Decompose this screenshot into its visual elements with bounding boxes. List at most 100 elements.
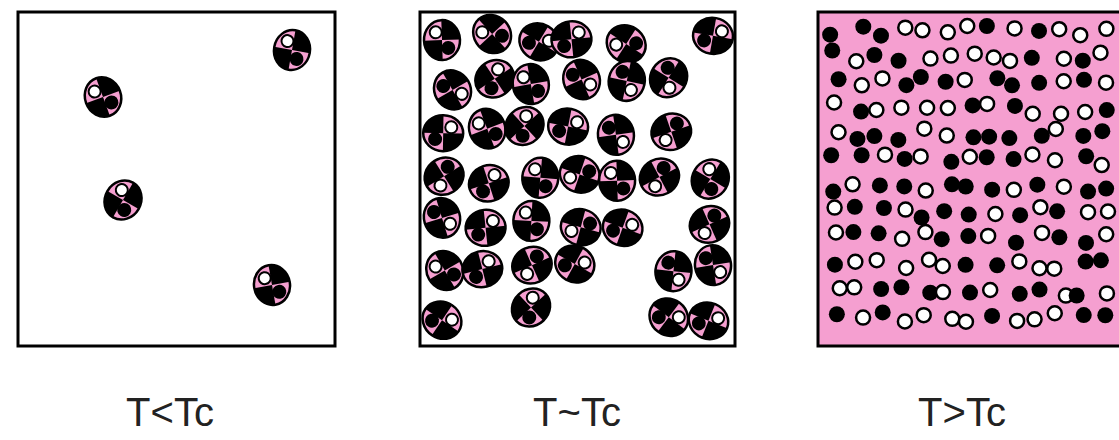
- pair-wedge: [565, 127, 588, 148]
- electron-dark: [1031, 75, 1047, 91]
- electron-light: [856, 311, 870, 325]
- pair-envelope: [271, 27, 313, 73]
- electron-light: [945, 312, 959, 326]
- electron-dark: [425, 203, 442, 220]
- electron-light: [658, 132, 673, 147]
- electron-light: [471, 116, 487, 132]
- electron-light: [828, 201, 842, 215]
- electron-light: [941, 101, 955, 115]
- electron-light: [430, 26, 442, 38]
- electron-dark: [938, 74, 954, 90]
- electron-dark: [1032, 282, 1048, 298]
- electron-light: [847, 280, 861, 294]
- pair-envelope: [510, 61, 552, 107]
- electron-dark: [1075, 53, 1091, 69]
- electron-light: [936, 285, 950, 299]
- electron-light: [849, 54, 863, 68]
- pair-wedge: [605, 77, 627, 100]
- electron-light: [1054, 107, 1068, 121]
- electron-dark: [896, 178, 912, 194]
- panel: [415, 7, 736, 346]
- cooper-pair: [598, 160, 635, 201]
- pair-envelope: [512, 200, 550, 242]
- electron-dark: [1076, 307, 1092, 323]
- electron-light: [963, 150, 977, 164]
- pair-wedge: [693, 15, 716, 36]
- electron-light: [983, 283, 997, 297]
- electron-light: [870, 253, 884, 267]
- electron-light: [114, 182, 130, 198]
- cooper-pair: [271, 27, 313, 73]
- panel: [18, 12, 335, 346]
- electron-light: [1099, 76, 1113, 90]
- pair-wedge: [616, 228, 641, 252]
- electron-dark: [943, 154, 959, 170]
- pair-envelope: [557, 54, 606, 105]
- pair-wedge: [443, 133, 463, 151]
- electron-dark: [551, 123, 567, 139]
- electron-light: [517, 70, 531, 84]
- pair-wedge: [653, 269, 673, 291]
- pair-envelope: [464, 160, 513, 207]
- electron-dark: [1012, 286, 1028, 302]
- pair-wedge: [710, 243, 731, 266]
- electron-light: [1048, 153, 1062, 167]
- electron-dark: [471, 227, 486, 242]
- electron-dark: [914, 210, 930, 226]
- pair-wedge: [627, 61, 649, 84]
- electron-dark: [444, 265, 463, 284]
- electron-dark: [1094, 123, 1110, 139]
- cooper-pair: [504, 281, 558, 335]
- cooper-pair: [512, 200, 550, 242]
- electron-light: [898, 314, 912, 328]
- panel-frame: [420, 12, 735, 346]
- electron-dark: [984, 308, 1000, 324]
- electron-dark: [979, 149, 995, 165]
- electron-light: [832, 125, 846, 139]
- pair-envelope: [419, 194, 465, 243]
- cooper-pair: [683, 297, 734, 345]
- electron-dark: [890, 132, 906, 148]
- electron-light: [1033, 200, 1047, 214]
- electron-dark: [960, 228, 976, 244]
- electron-light: [701, 161, 717, 177]
- pair-envelope: [692, 243, 734, 288]
- electron-dark: [827, 257, 843, 273]
- electron-light: [564, 224, 579, 239]
- electron-light: [1101, 204, 1115, 218]
- electron-light: [518, 108, 535, 125]
- electron-dark: [876, 200, 892, 216]
- electron-light: [917, 122, 931, 136]
- electron-dark: [965, 97, 981, 113]
- electron-light: [941, 25, 955, 39]
- pair-envelope: [423, 20, 460, 61]
- pair-envelope: [251, 262, 293, 308]
- electron-light: [1028, 312, 1042, 326]
- electron-light: [519, 206, 532, 219]
- cooper-pair: [459, 247, 507, 292]
- electron-light: [486, 214, 499, 227]
- electron-light: [432, 177, 449, 194]
- cooper-pair: [690, 15, 736, 57]
- cooper-pair: [510, 61, 552, 107]
- pair-wedge: [673, 251, 693, 273]
- electron-dark: [965, 129, 981, 145]
- electron-light: [960, 19, 974, 33]
- pair-envelope: [642, 291, 696, 344]
- electron-dark: [873, 281, 889, 297]
- cooper-pair: [633, 152, 685, 203]
- electron-light: [1099, 227, 1113, 241]
- electron-dark: [1006, 151, 1022, 167]
- electron-dark: [1099, 102, 1115, 118]
- electron-dark: [422, 311, 441, 330]
- electron-dark: [601, 120, 617, 136]
- cooper-pair: [427, 64, 478, 117]
- electron-light: [899, 203, 913, 217]
- electron-light: [474, 24, 491, 41]
- electron-dark: [961, 207, 977, 223]
- electron-light: [1052, 22, 1066, 36]
- pair-wedge: [521, 176, 541, 197]
- pair-envelope: [549, 238, 601, 289]
- electron-dark: [102, 93, 120, 111]
